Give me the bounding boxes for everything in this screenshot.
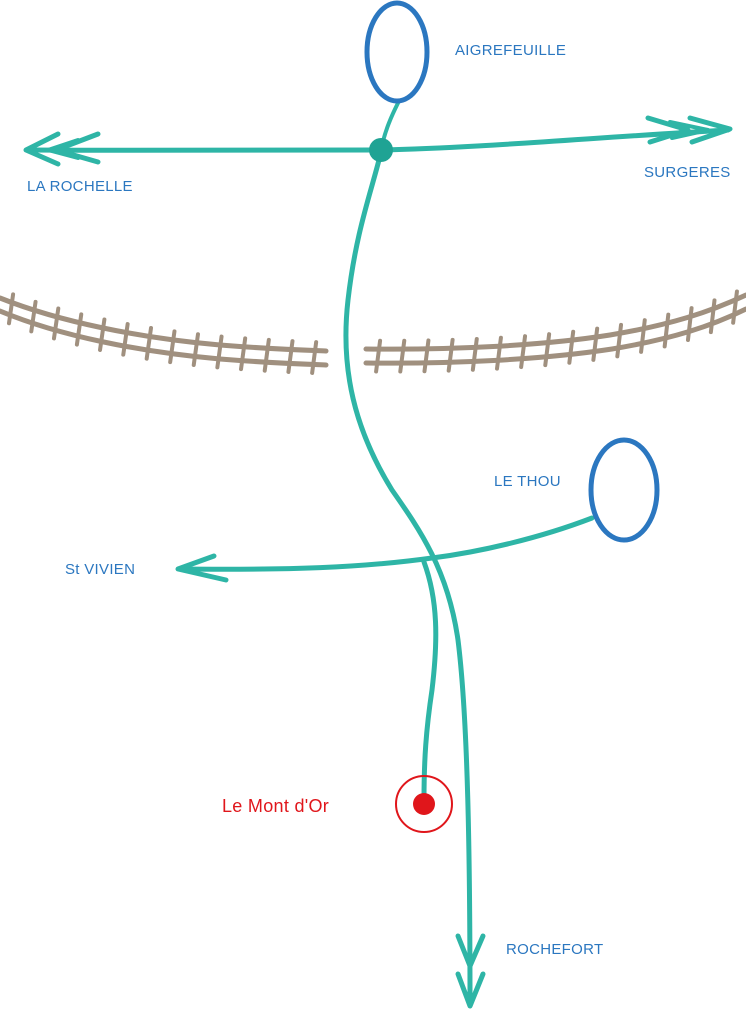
rail-ties — [374, 289, 739, 374]
road-le-thou-st-vivien — [177, 515, 595, 572]
rail-tie — [519, 334, 528, 370]
rail-ties — [6, 292, 319, 375]
arrow-la-rochelle-icon — [23, 131, 101, 167]
destination-le-mont-dor-icon — [395, 775, 453, 833]
rail-tie — [591, 326, 600, 362]
rail-tie — [6, 292, 16, 326]
rail-tie — [98, 317, 107, 352]
rail-tie — [374, 338, 383, 374]
label-surgeres: SURGERES — [644, 164, 731, 181]
rail-tie — [215, 334, 224, 370]
rail-track-line — [0, 295, 329, 354]
rail-tie — [495, 335, 503, 371]
rail-tie — [685, 306, 694, 342]
rail-tie — [262, 337, 271, 373]
rail-tie — [708, 298, 717, 335]
rail-tie — [567, 329, 576, 365]
rail-tie — [51, 306, 61, 341]
rail-track-line — [363, 306, 746, 366]
rail-tie — [29, 299, 38, 334]
rail-tie — [615, 322, 624, 359]
label-aigrefeuille: AIGREFEUILLE — [455, 42, 566, 59]
rail-tie — [239, 336, 248, 372]
rail-tie — [286, 339, 295, 374]
rail-tie — [74, 312, 84, 347]
rail-tie — [121, 322, 130, 357]
junction-icon — [369, 138, 393, 162]
arrow-surgeres-icon — [645, 115, 733, 145]
town-le-thou-icon — [588, 437, 660, 543]
rail-track-line — [0, 308, 329, 368]
road-to-le-mont-dor — [421, 559, 439, 803]
label-le-mont-dor: Le Mont d'Or — [222, 796, 329, 816]
rail-tie — [470, 336, 479, 372]
rail-tie — [398, 338, 407, 374]
rail-tie — [191, 332, 200, 367]
rail-tie — [422, 338, 431, 374]
label-le-thou: LE THOU — [494, 473, 561, 490]
label-rochefort: ROCHEFORT — [506, 941, 603, 958]
rail-tie — [446, 337, 455, 373]
rail-tie — [168, 329, 177, 365]
rail-tie — [639, 318, 647, 354]
rail-tie — [543, 332, 552, 368]
label-st-vivien: St VIVIEN — [65, 561, 135, 578]
rail-tie — [310, 340, 319, 375]
railway-left — [0, 292, 329, 375]
arrow-rochefort-icon — [455, 933, 486, 1009]
railway-right — [363, 289, 746, 374]
rail-tie — [662, 312, 671, 349]
label-la-rochelle: LA ROCHELLE — [27, 178, 133, 195]
road-to-rochefort — [343, 149, 473, 1007]
rail-tie — [144, 325, 154, 361]
rail-tie — [731, 289, 739, 325]
arrow-st-vivien-icon — [175, 553, 229, 583]
town-aigrefeuille-icon — [364, 0, 430, 104]
